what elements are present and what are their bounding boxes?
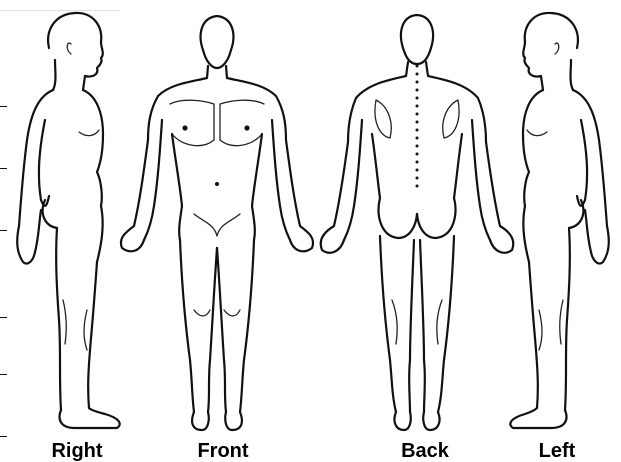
- view-label-back: Back: [370, 440, 480, 462]
- spine-dots: [416, 65, 419, 188]
- front-outline: [121, 16, 313, 430]
- figure-left-side-view[interactable]: [505, 0, 621, 440]
- view-label-front: Front: [168, 440, 278, 462]
- back-outline: [321, 15, 514, 430]
- right-side-outline: [17, 13, 119, 428]
- view-label-right: Right: [22, 440, 132, 462]
- figure-front-view[interactable]: [110, 0, 325, 440]
- view-label-left: Left: [502, 440, 612, 462]
- left-side-outline: [510, 13, 608, 428]
- figure-back-view[interactable]: [310, 0, 525, 440]
